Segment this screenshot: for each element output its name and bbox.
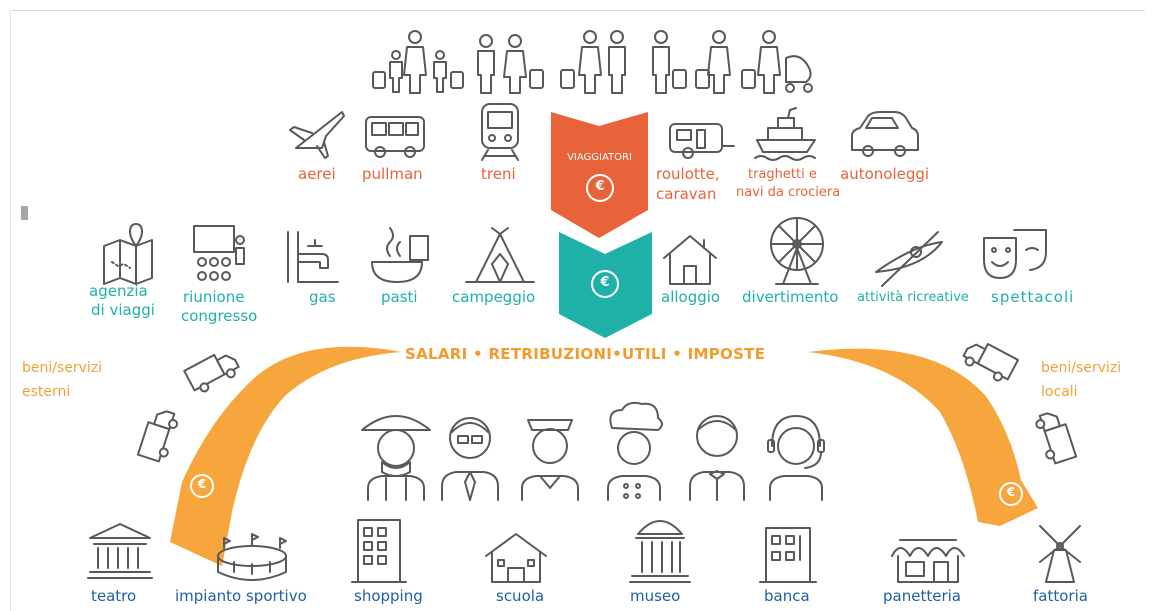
service-label-impianto: impianto sportivo [175,587,307,605]
service-label-teatro: teatro [91,587,137,605]
ship-icon [754,107,816,161]
left-side-label-line2: esterni [22,384,71,400]
expense-label-pasti: pasti [381,288,418,306]
expense-label-gas: gas [309,288,336,306]
expense-label-divertimento: divertimento [742,288,839,306]
euro-symbol-right: € [1006,485,1016,499]
transport-label-roulotte: roulotte, [656,165,720,183]
bus-icon [365,116,425,158]
map-icon [103,223,153,285]
truck-icon-left-top [183,353,240,393]
euro-coin-right [999,482,1023,506]
theatre-masks-icon [983,229,1047,279]
service-label-fattoria: fattoria [1033,587,1088,605]
ferris-wheel-icon [770,217,824,285]
transport-label-pullman: pullman [362,165,423,183]
expense-label-riunione: riunione [183,288,245,306]
truck-icon-right-top [962,343,1019,382]
transport-label-navi: navi da crociera [736,185,841,200]
airplane-icon [289,111,345,159]
businessman-icon [441,417,499,501]
service-label-museo: museo [630,587,681,605]
windmill-icon [1039,525,1081,583]
service-label-scuola: scuola [496,587,545,605]
euro-coin-left [190,474,214,498]
gas-tap-icon [287,231,339,283]
side-marker [21,206,28,220]
house-icon [663,235,717,285]
bank-icon [759,527,817,583]
transport-label-aerei: aerei [298,165,336,183]
kayak-icon [875,231,943,287]
transport-label-traghetti: traghetti e [748,167,817,182]
train-icon [481,103,519,161]
transport-label-caravan: caravan [656,185,717,203]
euro-symbol-teal: € [600,275,610,290]
travellers-icon [372,30,813,94]
right-side-label-line1: beni/servizi [1041,360,1122,376]
call-center-icon [767,415,825,501]
museum-icon [629,520,691,583]
euro-symbol-orange: € [595,179,605,194]
sailor-icon [521,419,579,501]
waiter-icon [689,415,745,501]
farmer-icon [361,415,431,501]
truck-icon-right-bottom [1035,412,1078,465]
chef-icon [607,401,663,501]
transport-label-autonoleggi: autonoleggi [840,165,930,183]
service-label-banca: banca [764,587,810,605]
transport-label-treni: treni [481,165,516,183]
left-side-label-line1: beni/servizi [22,360,103,376]
bakery-icon [891,539,965,583]
meeting-icon [193,225,245,281]
euro-symbol-left: € [197,477,207,491]
right-side-label-line2: locali [1041,384,1078,400]
band-text: SALARI • RETRIBUZIONI•UTILI • IMPOSTE [405,345,766,363]
expenses-arrow [559,232,652,338]
caravan-icon [669,123,735,159]
expense-label-spettacoli: spettacoli [991,288,1075,306]
frame-top-line [10,10,1145,11]
expense-label-attivita: attività ricreative [857,290,969,305]
euro-coin-teal [591,270,619,298]
stadium-icon [217,533,287,581]
left-flow-arc [170,346,402,566]
school-icon [485,533,547,583]
euro-coin-orange [586,174,614,202]
expense-label-di-viaggi: di viaggi [91,301,155,319]
expense-label-agenzia: agenzia [89,282,148,300]
travellers-label: VIAGGIATORI [567,152,632,163]
car-icon [851,111,919,157]
meal-icon [371,227,429,283]
service-label-shopping: shopping [354,587,423,605]
truck-icon-left-bottom [136,410,179,463]
frame-left-line [10,10,11,611]
right-flow-arc [808,348,1038,526]
expense-label-alloggio: alloggio [661,288,721,306]
service-label-panetteria: panetteria [883,587,961,605]
theatre-building-icon [87,523,153,579]
expense-label-campeggio: campeggio [452,288,536,306]
tent-icon [465,227,535,283]
expense-label-congresso: congresso [181,307,258,325]
shopping-building-icon [351,519,407,583]
